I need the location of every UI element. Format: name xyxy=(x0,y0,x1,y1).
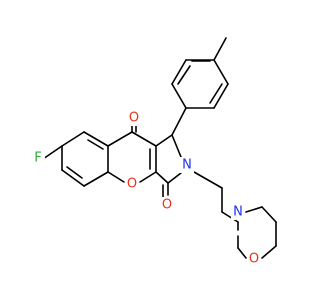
morpholine-oxygen-label: O xyxy=(249,252,259,267)
bond xyxy=(213,83,229,109)
bond xyxy=(245,206,263,213)
morpholine-nitrogen-label: N xyxy=(233,205,243,220)
bond xyxy=(209,83,223,104)
bond xyxy=(237,247,247,259)
bond xyxy=(131,131,157,147)
bond xyxy=(42,145,63,160)
bond xyxy=(155,134,173,147)
bond xyxy=(87,139,104,150)
atom-labels: F O O O N N O xyxy=(32,110,261,267)
lactam-oxygen-label: O xyxy=(162,198,172,213)
bond xyxy=(61,131,85,147)
bond xyxy=(171,134,182,158)
bond xyxy=(221,211,239,223)
bonds xyxy=(42,37,277,259)
bond xyxy=(171,59,187,85)
bond xyxy=(261,206,277,223)
bond xyxy=(155,171,169,184)
fluorine-label: F xyxy=(34,151,41,166)
bond xyxy=(193,171,223,189)
structure-diagram: F O O O N N O xyxy=(32,37,277,267)
bond xyxy=(139,171,157,183)
bond xyxy=(177,65,191,85)
bond xyxy=(213,37,227,61)
ring-oxygen-label: O xyxy=(127,177,137,192)
bond xyxy=(83,171,109,187)
bond xyxy=(66,166,83,179)
bond xyxy=(261,245,277,259)
bond xyxy=(167,172,182,184)
bond xyxy=(107,131,133,147)
molecule-canvas: F O O O N N O xyxy=(32,37,277,267)
bond xyxy=(61,169,85,187)
bond xyxy=(107,171,125,183)
bond xyxy=(83,131,109,147)
bond xyxy=(213,59,229,85)
ketone-oxygen-label: O xyxy=(129,111,139,126)
amide-nitrogen-label: N xyxy=(182,158,192,173)
bond xyxy=(171,107,187,136)
bond xyxy=(171,83,187,109)
